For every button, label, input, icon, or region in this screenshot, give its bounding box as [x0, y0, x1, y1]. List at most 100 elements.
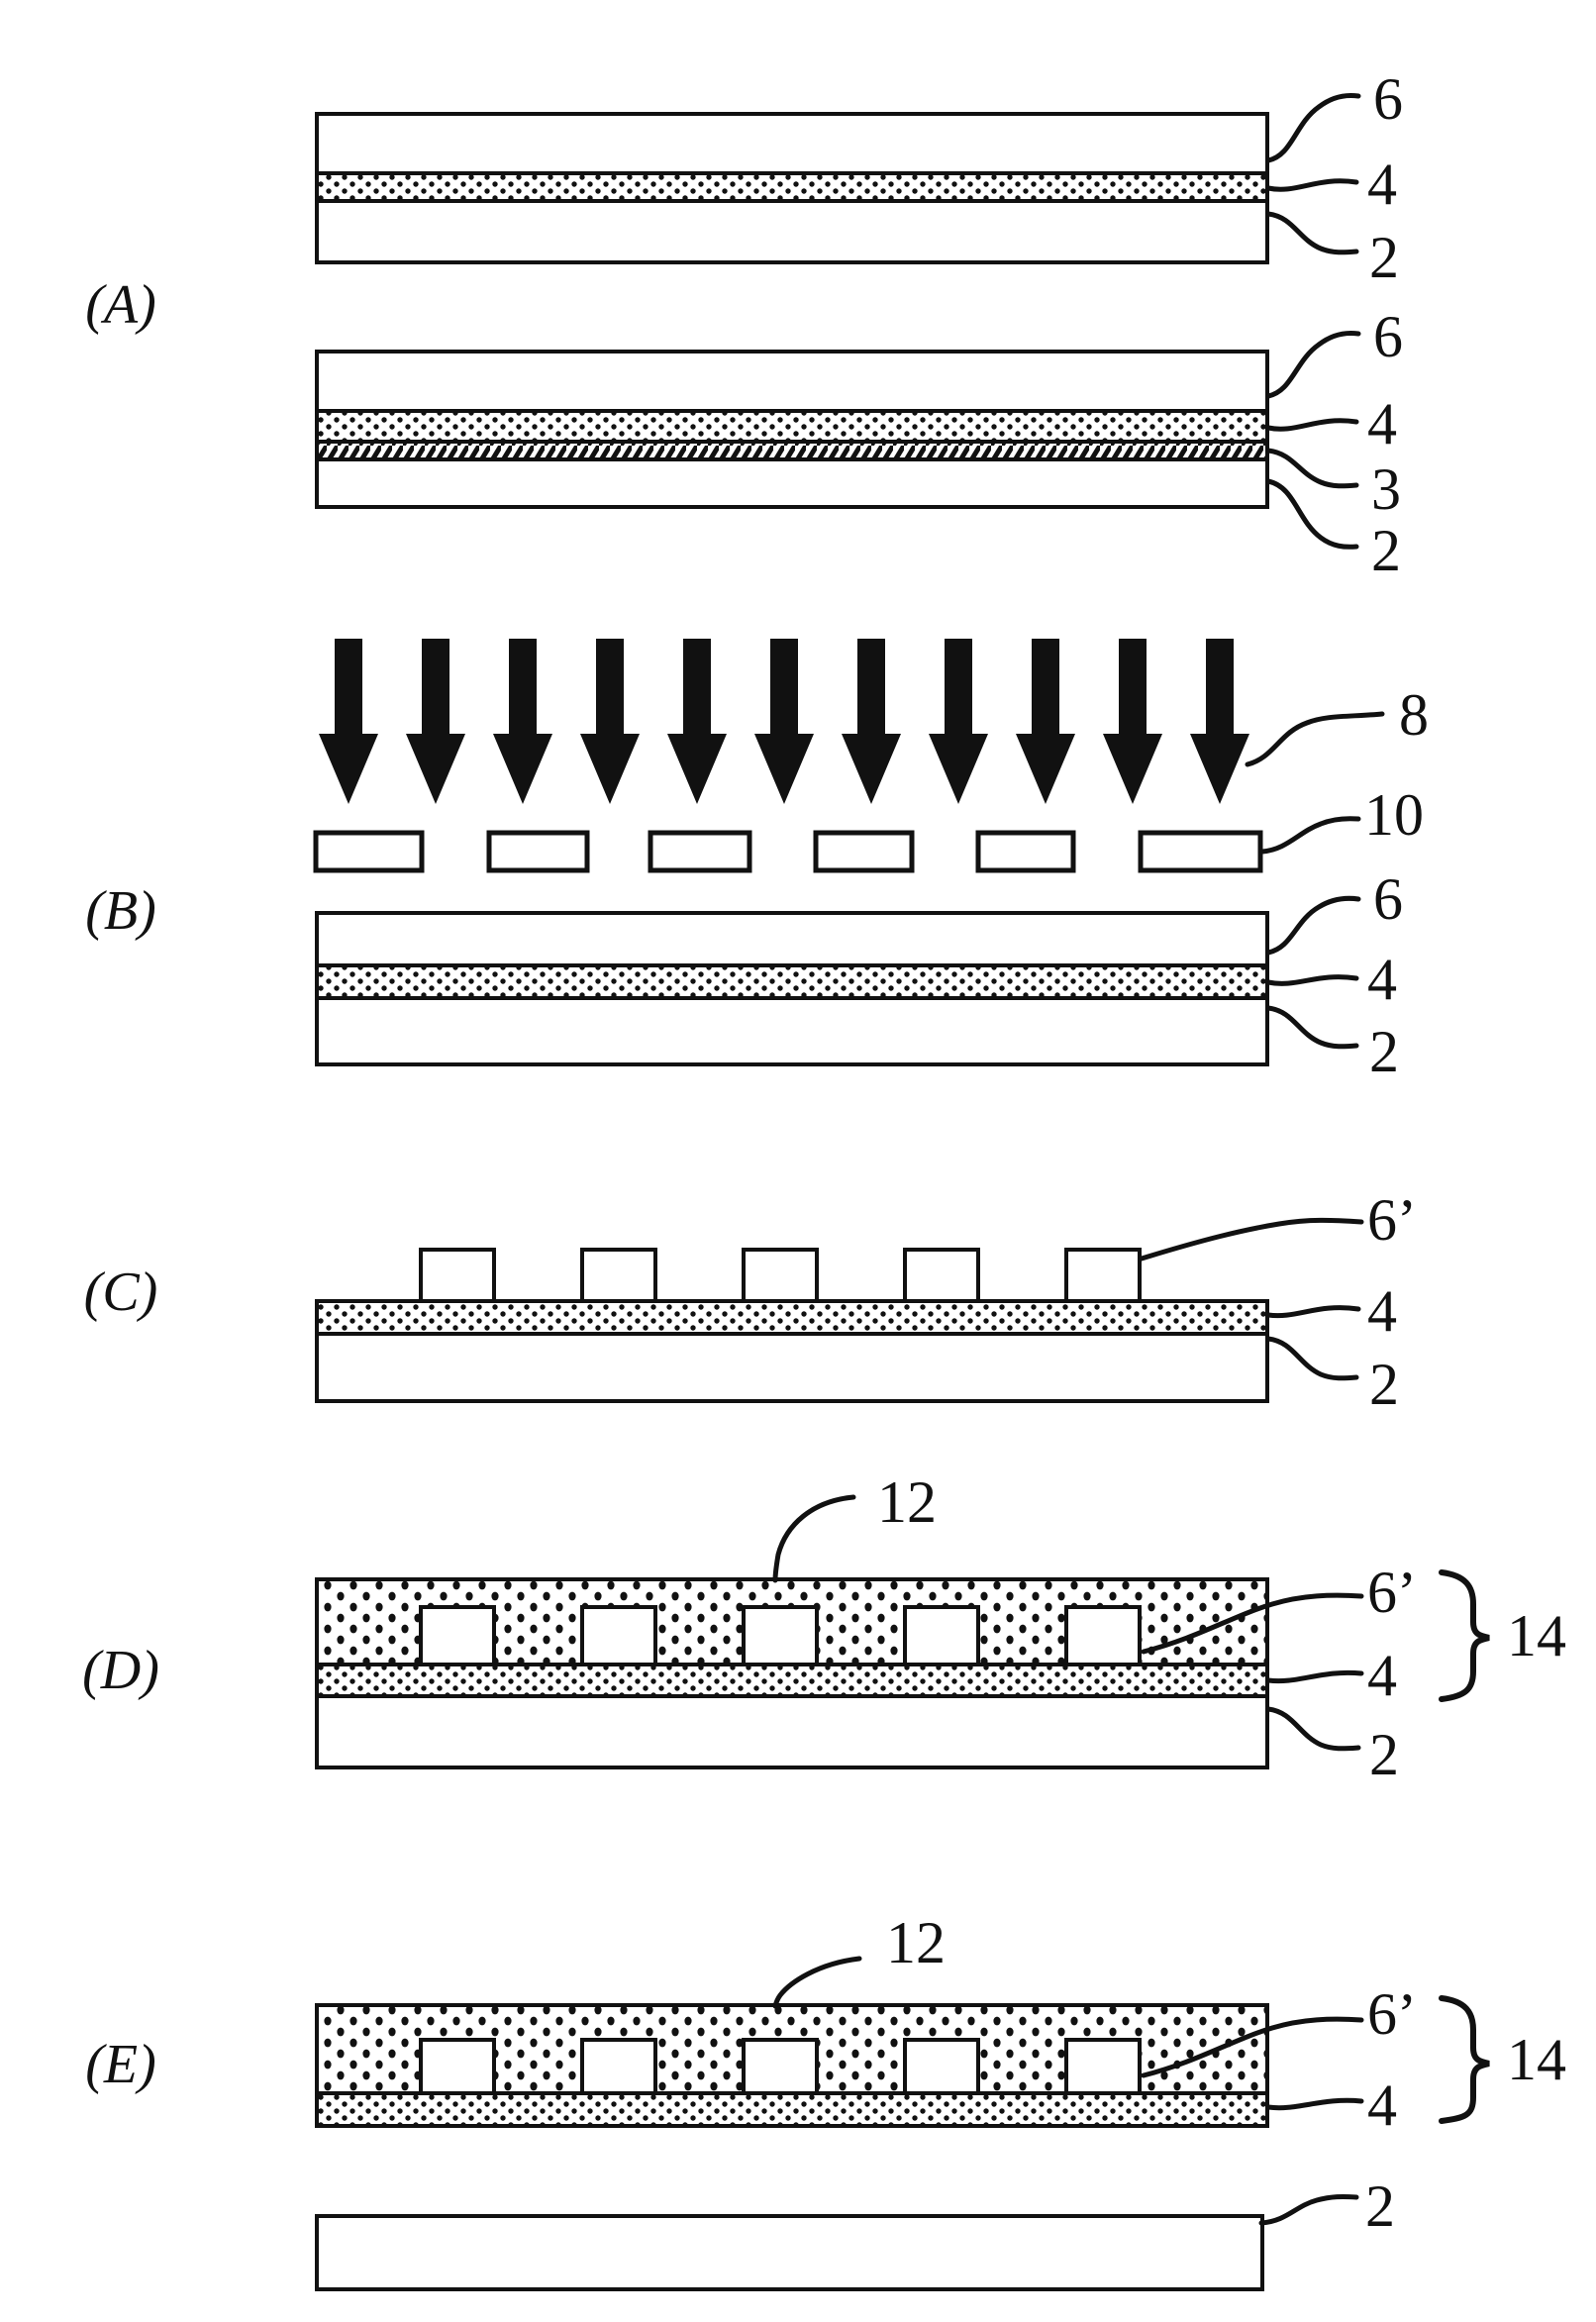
pattern-block [903, 1248, 980, 1303]
ion-beam-arrow [754, 639, 814, 804]
ref-d-6p: 6’ [1367, 1560, 1417, 1625]
stack-d-layer2 [315, 1694, 1269, 1769]
ref-a2-3: 3 [1371, 456, 1401, 522]
leader-d-2 [1265, 1706, 1361, 1752]
ref-d-2: 2 [1369, 1722, 1399, 1787]
pattern-block [1064, 1605, 1142, 1666]
stack-e-layer4 [315, 2091, 1269, 2128]
mask-segment [313, 830, 425, 873]
panel-label-a: (A) [85, 274, 156, 336]
blocks-e [419, 2038, 1142, 2095]
panel-a-art [315, 92, 1361, 550]
leader-a1-4 [1265, 178, 1359, 192]
ref-b-10: 10 [1364, 782, 1424, 848]
blocks-c [419, 1248, 1142, 1303]
stack-b-layer4 [315, 963, 1269, 1000]
ion-beam-arrow [406, 639, 465, 804]
stack-a2-layer4 [315, 409, 1269, 444]
ref-b-8: 8 [1399, 682, 1429, 748]
stack-a2-layer3 [315, 440, 1269, 461]
ion-beam-arrow [493, 639, 552, 804]
brace-d-14 [1439, 1569, 1490, 1702]
leader-c-2 [1265, 1336, 1359, 1381]
pattern-block [1064, 2038, 1142, 2095]
stack-c-layer4 [315, 1299, 1269, 1336]
substrate-e [315, 2214, 1264, 2291]
panel-e-art [315, 1956, 1490, 2291]
leader-b-4 [1265, 974, 1359, 986]
panel-label-b: (B) [85, 880, 156, 942]
stack-a1-layer4 [315, 171, 1269, 203]
leader-d-6p [1141, 1592, 1364, 1655]
ref-e-4: 4 [1367, 2072, 1397, 2138]
panel-b-art [313, 639, 1385, 1066]
ref-d-12: 12 [877, 1469, 937, 1535]
leader-a2-4 [1265, 418, 1359, 432]
ref-a1-6: 6 [1373, 66, 1403, 132]
leader-e-4 [1265, 2097, 1364, 2111]
ref-a2-4: 4 [1367, 391, 1397, 456]
pattern-block [580, 1605, 657, 1666]
ion-beam-arrows [319, 639, 1249, 804]
ion-beam-arrow [1016, 639, 1075, 804]
mask-segment [648, 830, 752, 873]
leader-e-6p [1141, 2016, 1364, 2078]
leader-e-12 [772, 1956, 862, 2009]
ref-e-12: 12 [886, 1910, 946, 1975]
ref-d-14: 14 [1507, 1603, 1566, 1668]
ion-beam-arrow [842, 639, 901, 804]
panel-c-art [315, 1217, 1364, 1403]
ref-e-14: 14 [1507, 2027, 1566, 2092]
ion-beam-arrow [319, 639, 378, 804]
mask-segment [813, 830, 915, 873]
ion-beam-arrow [929, 639, 988, 804]
panel-label-c: (C) [83, 1262, 158, 1323]
blocks-d [419, 1605, 1142, 1666]
mask-segment [1138, 830, 1263, 873]
pattern-block [419, 2038, 496, 2095]
ref-a1-2: 2 [1369, 225, 1399, 290]
panel-label-e: (E) [85, 2034, 156, 2095]
pattern-block [742, 1605, 819, 1666]
ion-beam-arrow [580, 639, 640, 804]
leader-b-10 [1259, 816, 1361, 855]
pattern-block [742, 2038, 819, 2095]
mask-segment [975, 830, 1076, 873]
leader-a1-6 [1265, 92, 1361, 163]
pattern-block [419, 1248, 496, 1303]
leader-b-2 [1265, 1005, 1359, 1050]
ref-a2-2: 2 [1371, 518, 1401, 583]
ref-c-4: 4 [1367, 1278, 1397, 1344]
leader-c-4 [1265, 1305, 1361, 1319]
leader-b-8 [1245, 711, 1385, 767]
ref-a2-6: 6 [1373, 304, 1403, 369]
pattern-block [742, 1248, 819, 1303]
pattern-block [580, 1248, 657, 1303]
mask-row [313, 830, 1263, 873]
pattern-block [419, 1605, 496, 1666]
ref-d-4: 4 [1367, 1643, 1397, 1708]
panel-label-d: (D) [82, 1640, 159, 1701]
leader-d-4 [1265, 1669, 1364, 1684]
ref-b-4: 4 [1367, 947, 1397, 1012]
ref-e-2: 2 [1365, 2173, 1395, 2239]
pattern-block [903, 1605, 980, 1666]
stack-c-layer2 [315, 1332, 1269, 1403]
mask-segment [486, 830, 590, 873]
leader-b-6 [1265, 895, 1361, 956]
ref-a1-4: 4 [1367, 151, 1397, 217]
ref-b-2: 2 [1369, 1019, 1399, 1084]
ref-c-2: 2 [1369, 1352, 1399, 1417]
leader-a2-3 [1265, 448, 1359, 489]
ion-beam-arrow [667, 639, 727, 804]
panel-d-art [315, 1494, 1490, 1769]
ref-e-6p: 6’ [1367, 1981, 1417, 2047]
ion-beam-arrow [1190, 639, 1249, 804]
ref-c-6p: 6’ [1367, 1187, 1417, 1253]
leader-a2-2 [1265, 478, 1359, 550]
pattern-block [903, 2038, 980, 2095]
brace-e-14 [1439, 1995, 1490, 2124]
leader-d-12 [772, 1494, 856, 1583]
